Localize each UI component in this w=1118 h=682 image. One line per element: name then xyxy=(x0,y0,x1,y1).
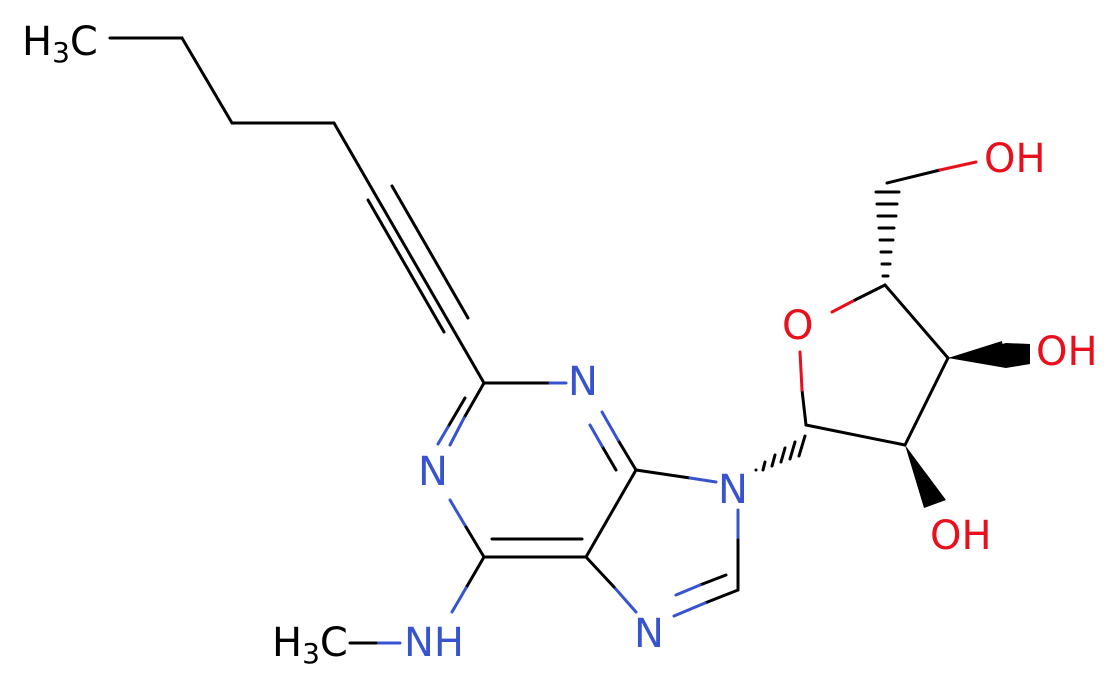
bond-c4-n9-dark xyxy=(634,468,692,480)
alkyne-side-line-2 xyxy=(390,184,470,320)
bond-c3-c2 xyxy=(903,356,950,447)
ribose-bonds xyxy=(798,283,950,447)
solid-wedge-c2-oh xyxy=(905,445,946,508)
bond-n7-c5-dark xyxy=(584,555,616,589)
solid-wedge-c3-oh xyxy=(948,343,1030,368)
bond-n1-c6-blue xyxy=(448,498,468,529)
wedge-hash xyxy=(797,434,807,458)
wedge-hash xyxy=(779,446,787,464)
wedge-hash xyxy=(788,440,797,461)
n7-label: N xyxy=(634,611,664,657)
bond-c2-n1-double-dark xyxy=(446,396,467,429)
bond-c8-n7-dark xyxy=(703,588,740,605)
bond-c4-c3 xyxy=(883,283,950,360)
bond-c6-nh-blue xyxy=(450,586,468,614)
terminal-methyl-label: H3C xyxy=(22,19,98,69)
wedge-hash xyxy=(761,460,767,472)
bond-c2-n1-double-blue xyxy=(436,425,450,446)
bond-n7-c5-blue xyxy=(612,585,638,614)
bond-o4-c4-red xyxy=(830,298,857,314)
bond-c4-n3-double-dark xyxy=(600,444,618,472)
bond-c4-n3-blue xyxy=(600,410,620,442)
alkyne-side-line-1 xyxy=(366,198,446,334)
n-methyl-label: H3C xyxy=(272,620,348,670)
bond-c4-n3-dark xyxy=(616,438,638,472)
hexynyl-chain xyxy=(108,36,486,385)
bond-c1-o4-red xyxy=(798,350,804,392)
amine-nh-label: NH xyxy=(404,620,464,666)
alkyne-center-line xyxy=(332,121,486,385)
bond-c2-c1 xyxy=(804,423,907,447)
ring-oxygen-label: O xyxy=(782,303,813,349)
bond-c8-n7-double-dark xyxy=(698,573,728,587)
bond-c4-n9-blue xyxy=(688,476,718,484)
bond-c5-c4 xyxy=(180,36,234,125)
bond-c5-c4 xyxy=(584,468,638,559)
bond-c1-o4-dark xyxy=(800,388,808,427)
bond-c8-n7-blue xyxy=(672,601,707,618)
oh-5prime-label: OH xyxy=(984,136,1046,182)
wedge-hash xyxy=(770,453,777,468)
hashed-wedge-n9-c1 xyxy=(754,434,807,472)
bond-c5-o5-red xyxy=(938,160,978,172)
bond-c2-n1-dark xyxy=(462,381,486,420)
bond-o4-c4-dark xyxy=(853,283,887,302)
bond-n1-c6-dark xyxy=(464,525,486,559)
n3-label: N xyxy=(568,359,598,405)
n9-label: N xyxy=(718,467,748,513)
ch2oh-bond xyxy=(885,160,978,185)
hashed-wedge-c4-c5 xyxy=(874,190,901,278)
oh-3prime-label: OH xyxy=(1036,329,1098,375)
bond-c8-n7-double-blue xyxy=(674,583,702,597)
bond-c4-n3-double-blue xyxy=(588,423,604,448)
bond-c2-n1-blue xyxy=(448,416,466,447)
oh-2prime-label: OH xyxy=(930,513,992,559)
purine-bonds xyxy=(348,381,740,645)
bond-c6-nh-dark xyxy=(464,555,486,590)
bond-c5-o5-dark xyxy=(885,168,942,185)
n1-label: N xyxy=(418,449,448,495)
